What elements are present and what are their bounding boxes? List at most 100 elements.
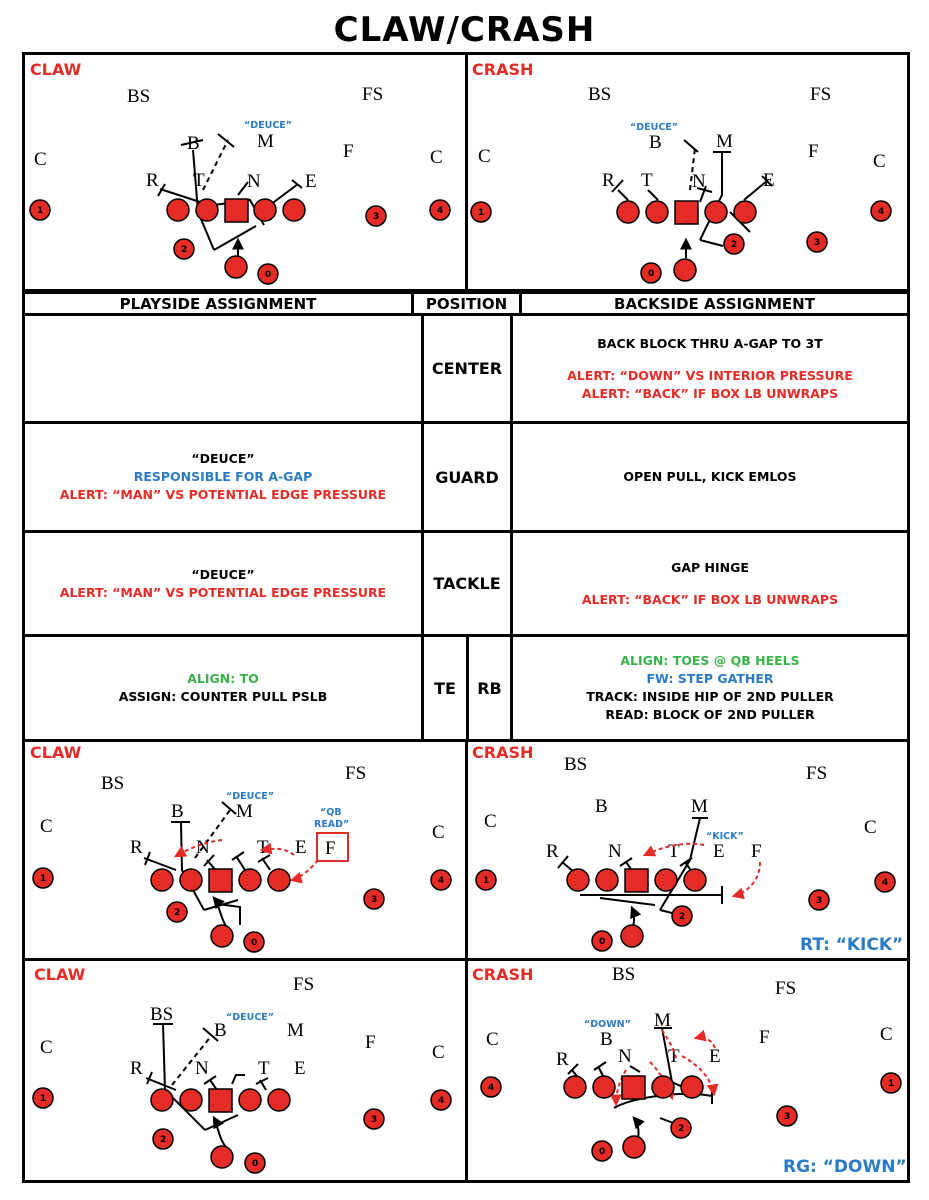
d2-num4: 4	[878, 207, 884, 217]
d6-r: R	[556, 1049, 569, 1070]
d3-r: R	[130, 837, 143, 858]
tackle-backside-line2: ALERT: “BACK” IF BOX LB UNWRAPS	[581, 591, 839, 607]
d5-num1: 1	[40, 1094, 46, 1104]
d6-fs: FS	[775, 978, 796, 999]
d5-n: N	[195, 1058, 209, 1079]
d1-bs: BS	[127, 86, 150, 107]
d6-tag: RG: “DOWN”	[783, 1157, 907, 1177]
d2-f: F	[808, 141, 819, 162]
tackle-playside-line1: “DEUCE”	[191, 566, 255, 582]
d6-num0: 0	[599, 1147, 605, 1157]
d1-call: “DEUCE”	[244, 120, 292, 131]
header-playside-label: PLAYSIDE ASSIGNMENT	[119, 294, 317, 313]
d4-num4: 4	[882, 878, 888, 888]
guard-position-label: GUARD	[435, 467, 499, 487]
d5-b: B	[214, 1020, 227, 1041]
d3-m: M	[236, 801, 253, 822]
d3-qb2: READ”	[314, 819, 349, 830]
diagram-crash-1-frame	[465, 52, 910, 292]
d5-num2: 2	[160, 1135, 166, 1145]
guard-playside-line1: “DEUCE”	[191, 451, 255, 466]
d5-bs: BS	[150, 1004, 173, 1025]
tackle-position-label: TACKLE	[433, 574, 501, 593]
d3-num2: 2	[174, 908, 180, 918]
d2-e: E	[763, 170, 775, 191]
d4-players	[475, 868, 896, 952]
d2-c2: C	[873, 151, 886, 172]
rb-backside-cell: ALIGN: TOES @ QB HEELS FW: STEP GATHER T…	[510, 634, 910, 742]
d6-t: T	[668, 1046, 680, 1067]
guard-playside-line2: RESPONSIBLE FOR A-GAP	[133, 469, 313, 484]
d5-r: R	[130, 1058, 143, 1079]
d5-title: CLAW	[34, 965, 86, 984]
d1-m: M	[257, 131, 274, 152]
header-backside-label: BACKSIDE ASSIGNMENT	[614, 294, 815, 313]
rb-backside-line2: FW: STEP GATHER	[646, 671, 774, 686]
rb-backside-line4: READ: BLOCK OF 2ND PULLER	[605, 707, 815, 722]
rb-backside-line1: ALIGN: TOES @ QB HEELS	[620, 653, 800, 668]
d5-num3: 3	[371, 1115, 377, 1125]
d1-num3: 3	[373, 212, 379, 222]
d1-b: B	[187, 133, 200, 154]
d2-r: R	[602, 170, 615, 191]
d2-title: CRASH	[472, 60, 533, 79]
d3-fs: FS	[345, 763, 366, 784]
d2-b: B	[649, 132, 662, 153]
d4-title: CRASH	[472, 743, 533, 762]
d4-call: “KICK”	[706, 831, 744, 842]
d4-t: T	[668, 841, 680, 862]
d6-num3: 3	[784, 1112, 790, 1122]
d6-players	[480, 1072, 902, 1162]
tackle-backside-line1: GAP HINGE	[671, 559, 749, 575]
d6-num4: 4	[488, 1083, 494, 1093]
guard-backside-line1: OPEN PULL, KICK EMLOS	[623, 469, 797, 484]
d1-c2: C	[430, 147, 443, 168]
d4-tag: RT: “KICK”	[800, 935, 903, 955]
d3-num4: 4	[438, 876, 444, 886]
d6-num1: 1	[888, 1079, 894, 1089]
d4-r: R	[546, 841, 559, 862]
te-playside-line1: ALIGN: TO	[187, 671, 259, 686]
d3-b: B	[171, 801, 184, 822]
d4-f: F	[751, 841, 762, 862]
d2-bs: BS	[588, 84, 611, 105]
d4-m: M	[691, 796, 708, 817]
tackle-playside-line2: ALERT: “MAN” VS POTENTIAL EDGE PRESSURE	[59, 584, 387, 600]
d2-fs: FS	[810, 84, 831, 105]
center-backside-line3: ALERT: “BACK” IF BOX LB UNWRAPS	[581, 385, 839, 401]
d6-b: B	[600, 1029, 613, 1050]
d1-f: F	[343, 141, 354, 162]
d6-num2: 2	[678, 1124, 684, 1134]
d2-num1: 1	[478, 208, 484, 218]
te-playside-line2: ASSIGN: COUNTER PULL PSLB	[118, 689, 328, 704]
d1-e: E	[305, 171, 317, 192]
d1-r: R	[146, 170, 159, 191]
d6-title: CRASH	[472, 965, 533, 984]
d1-num4: 4	[437, 206, 443, 216]
d1-fs: FS	[362, 84, 383, 105]
d4-fs: FS	[806, 763, 827, 784]
d5-f: F	[365, 1032, 376, 1053]
d3-f: F	[325, 838, 336, 859]
d6-e: E	[709, 1046, 721, 1067]
d3-c2: C	[432, 822, 445, 843]
d5-num0: 0	[252, 1159, 258, 1169]
d1-num0: 0	[265, 270, 271, 280]
diagram-crash-3-frame	[465, 958, 910, 1183]
d3-title: CLAW	[30, 743, 82, 762]
d4-n: N	[608, 841, 622, 862]
d5-fs: FS	[293, 974, 314, 995]
d3-c: C	[40, 816, 53, 837]
center-backside-line2: ALERT: “DOWN” VS INTERIOR PRESSURE	[567, 367, 853, 383]
rb-backside-line3: TRACK: INSIDE HIP OF 2ND PULLER	[586, 689, 834, 704]
d2-m: M	[716, 131, 733, 152]
d6-c2: C	[880, 1024, 893, 1045]
d1-players	[29, 198, 451, 285]
d2-num0: 0	[648, 269, 654, 279]
d2-n: N	[692, 171, 706, 192]
